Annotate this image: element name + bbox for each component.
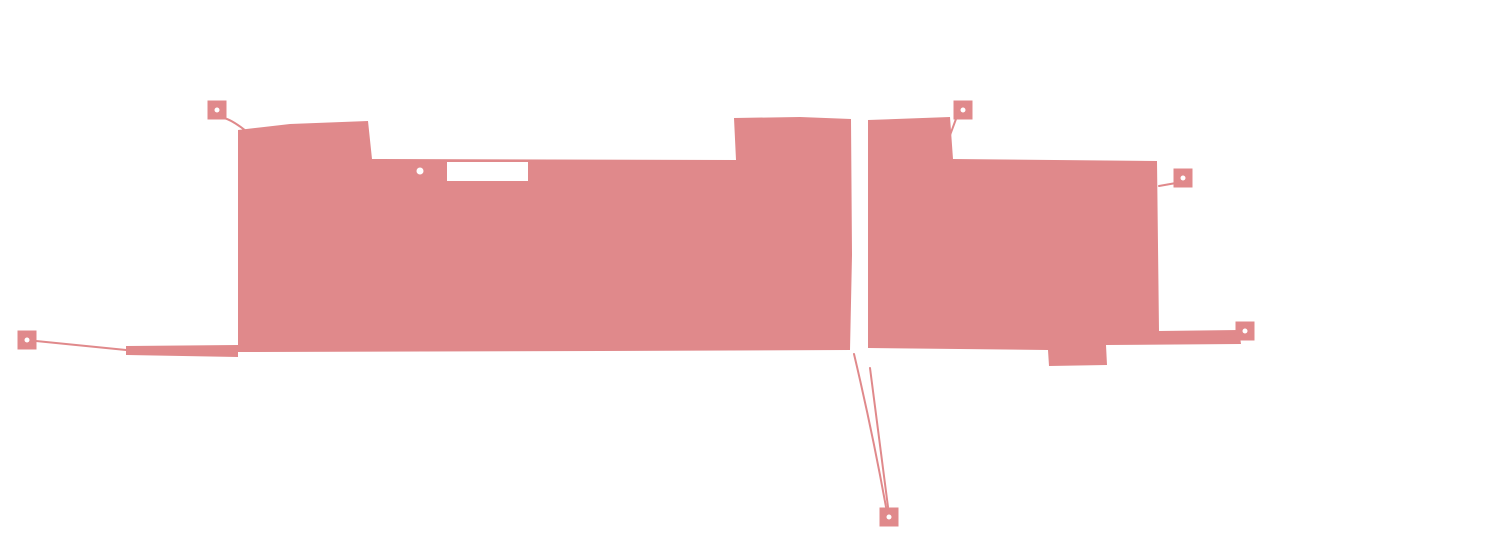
mask-region-left [238,117,852,352]
hole-rect [447,162,528,181]
connector-bottom-a [853,353,887,508]
connector-left [35,340,127,351]
handle-bottom[interactable] [879,507,899,527]
handle-center-dot [24,337,30,343]
handle-center-dot [960,107,966,113]
connector-far-right [1221,333,1238,339]
handle-center-dot [886,514,892,520]
handle-far-right[interactable] [1235,321,1255,341]
handle-center-dot [214,107,220,113]
connector-top-center [942,118,957,155]
connector-right [1158,182,1177,187]
handle-left[interactable] [17,330,37,350]
connector-top-left [223,117,247,132]
mask-strip-left [126,345,238,357]
handle-center-dot [1180,175,1186,181]
handle-top-left[interactable] [207,100,227,120]
handle-top-center[interactable] [953,100,973,120]
handle-right[interactable] [1173,168,1193,188]
mask-region-right [868,117,1241,366]
hole-dot [416,167,424,175]
handle-center-dot [1242,328,1248,334]
connector-bottom-b [869,367,889,508]
